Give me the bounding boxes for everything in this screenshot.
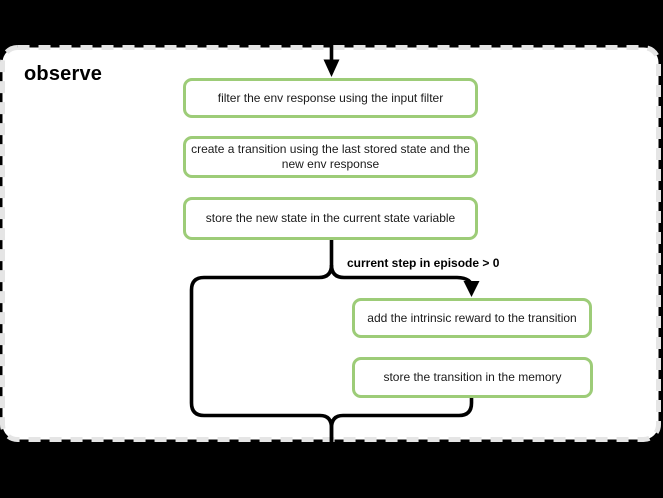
merge-exit-connector [329,395,474,450]
flow-node-create-transition: create a transition using the last store… [183,136,478,178]
flow-node-store-transition: store the transition in the memory [352,357,593,398]
false-branch-connector [189,239,334,452]
flow-node-label: add the intrinsic reward to the transiti… [367,310,577,325]
flow-node-label: filter the env response using the input … [217,90,444,105]
flow-node-store-new-state: store the new state in the current state… [183,197,478,240]
entry-arrowhead-icon [323,59,340,77]
page-title: observe [24,63,103,85]
true-branch-arrowhead-icon [463,281,480,297]
branch-condition-label: current step in episode > 0 [347,256,500,270]
flow-node-label: store the transition in the memory [383,370,562,384]
flow-node-label: create a transition using the last store… [191,142,470,171]
flow-node-filter-env-response: filter the env response using the input … [183,78,478,118]
flow-node-add-intrinsic-reward: add the intrinsic reward to the transiti… [352,298,592,338]
flow-node-label: store the new state in the current state… [205,211,456,225]
